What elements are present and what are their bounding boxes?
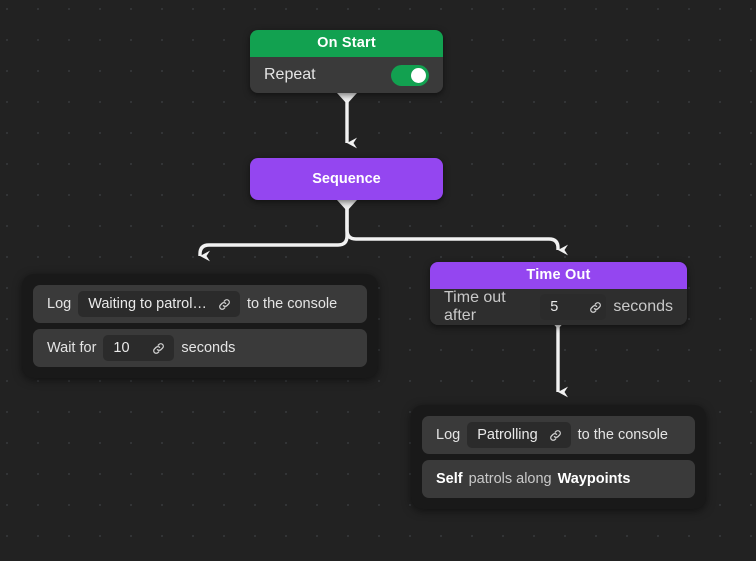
group-branch-right[interactable]: Log Patrolling to the console Self patro… xyxy=(411,405,706,509)
repeat-label: Repeat xyxy=(264,66,316,83)
wait-prefix-label: Wait for xyxy=(47,340,97,356)
action-patrol-waypoints[interactable]: Self patrols along Waypoints xyxy=(422,460,695,498)
patrol-verb-label: patrols along xyxy=(468,471,552,487)
wire-sequence-to-branch-left xyxy=(198,208,349,262)
log-suffix-label: to the console xyxy=(577,427,668,443)
repeat-toggle[interactable] xyxy=(391,64,429,86)
action-wait-for[interactable]: Wait for 10 seconds xyxy=(33,329,367,367)
node-sequence[interactable]: Sequence xyxy=(250,158,443,200)
log-prefix-label: Log xyxy=(436,427,461,443)
wire-sequence-to-time-out xyxy=(345,208,568,256)
log-prefix-label: Log xyxy=(47,296,72,312)
log-suffix-label: to the console xyxy=(246,296,338,312)
node-time-out-title: Time Out xyxy=(430,262,687,289)
log-message-value: Patrolling xyxy=(477,427,538,443)
node-on-start-title: On Start xyxy=(250,30,443,57)
node-on-start-body: Repeat xyxy=(250,57,443,93)
link-icon[interactable] xyxy=(151,341,166,356)
wait-duration-input[interactable]: 10 xyxy=(103,335,175,361)
log-message-input[interactable]: Patrolling xyxy=(467,422,571,448)
action-log-waiting[interactable]: Log Waiting to patrol… to the console xyxy=(33,285,367,323)
time-out-duration-value: 5 xyxy=(550,299,559,315)
patrol-object-label: Waypoints xyxy=(557,471,631,487)
wait-suffix-label: seconds xyxy=(181,340,236,356)
repeat-toggle-knob xyxy=(411,67,426,83)
output-pin-sequence xyxy=(337,200,357,211)
wait-duration-value: 10 xyxy=(113,340,130,356)
time-out-suffix-label: seconds xyxy=(613,298,673,315)
link-icon[interactable] xyxy=(548,428,563,443)
link-icon[interactable] xyxy=(588,300,603,315)
action-log-patrolling[interactable]: Log Patrolling to the console xyxy=(422,416,695,454)
node-time-out-body: Time out after 5 seconds xyxy=(430,289,687,325)
output-pin-on-start xyxy=(337,93,357,104)
log-message-input[interactable]: Waiting to patrol… xyxy=(78,291,240,317)
node-sequence-title: Sequence xyxy=(312,171,381,187)
log-message-value: Waiting to patrol… xyxy=(88,296,207,312)
link-icon[interactable] xyxy=(217,297,232,312)
time-out-duration-input[interactable]: 5 xyxy=(540,294,607,320)
node-on-start[interactable]: On Start Repeat xyxy=(250,30,443,93)
node-time-out[interactable]: Time Out Time out after 5 seconds xyxy=(430,262,687,325)
time-out-prefix-label: Time out after xyxy=(444,289,506,324)
patrol-subject-label: Self xyxy=(436,471,463,487)
group-branch-left[interactable]: Log Waiting to patrol… to the console Wa… xyxy=(22,274,378,378)
